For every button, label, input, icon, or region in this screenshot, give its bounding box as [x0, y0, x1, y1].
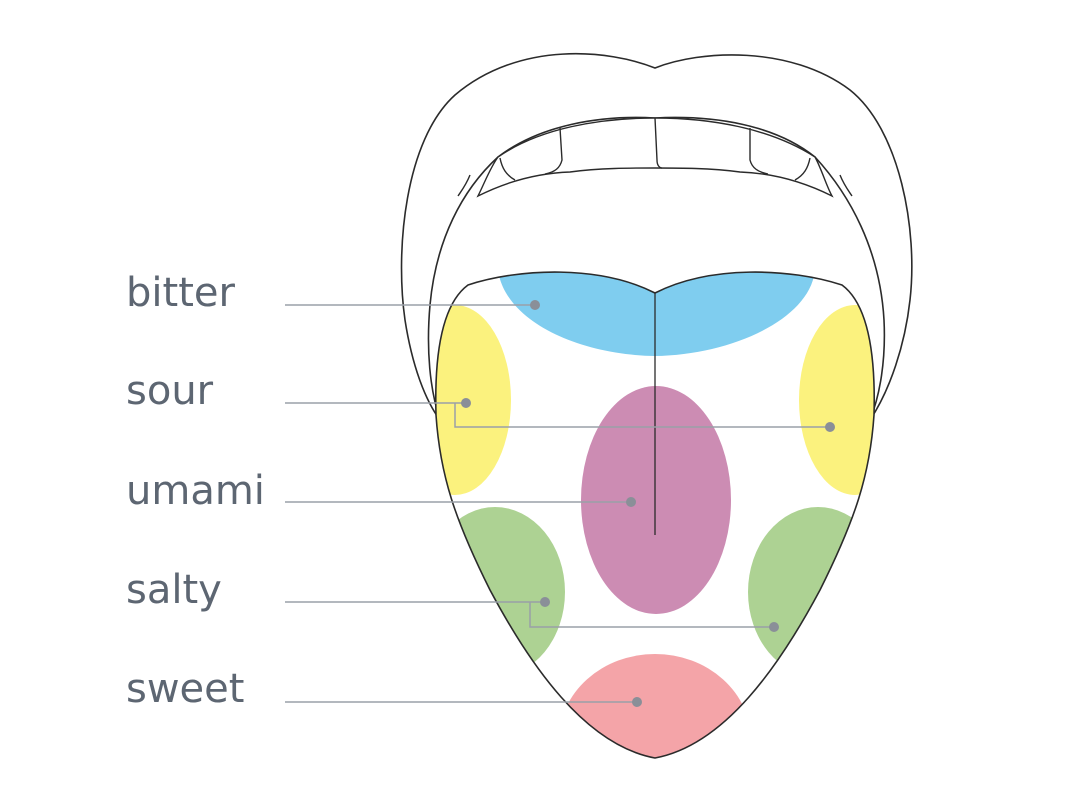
salty-dot-left [540, 597, 550, 607]
sour-dot-left [461, 398, 471, 408]
salty-label: salty [126, 567, 222, 613]
sour-label: sour [126, 368, 214, 414]
marker-dots [461, 300, 835, 707]
salty-region-right [748, 507, 875, 677]
sour-region-left [435, 305, 511, 495]
leader-lines [285, 304, 830, 703]
sweet-label: sweet [126, 666, 244, 712]
tongue-outline [434, 271, 876, 759]
umami-label: umami [126, 468, 265, 514]
bitter-label: bitter [126, 270, 235, 316]
salty-dot-right [769, 622, 779, 632]
sweet-region [559, 654, 751, 758]
bitter-region [498, 272, 815, 356]
sour-dot-right [825, 422, 835, 432]
tooth [476, 117, 834, 198]
bitter-dot [530, 300, 540, 310]
umami-region [581, 386, 731, 614]
sour-region-right [799, 305, 875, 495]
salty-leader-branch [529, 602, 774, 628]
umami-dot [626, 497, 636, 507]
salty-region-left [435, 507, 565, 677]
upper-teeth [457, 117, 853, 198]
sour-leader-branch [454, 403, 830, 428]
sweet-dot [632, 697, 642, 707]
